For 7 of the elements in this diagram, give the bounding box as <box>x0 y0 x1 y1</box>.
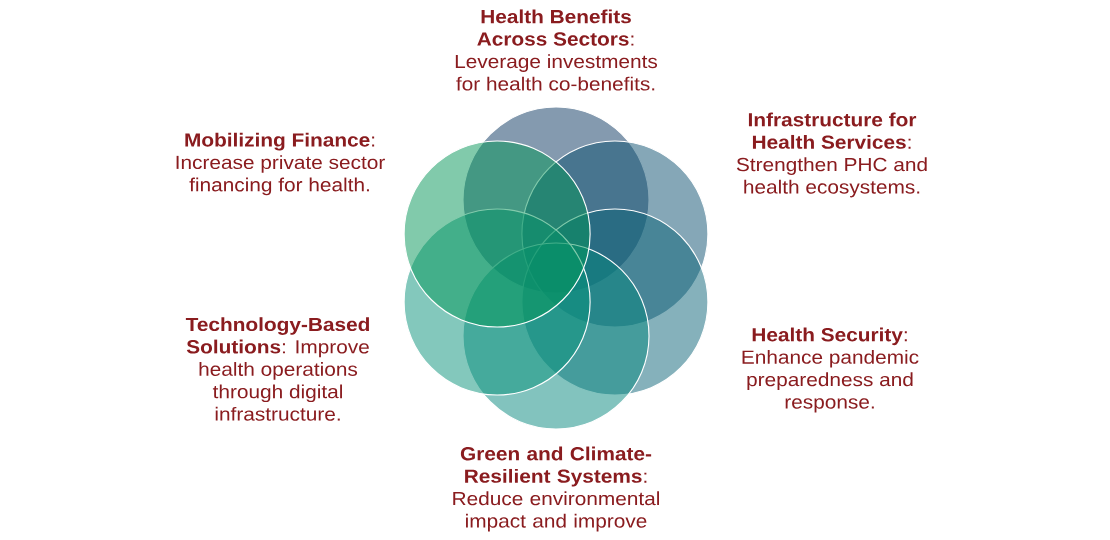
description-text: Health Benefits Across Sectors: Leverage investments for health co-benefits. <box>455 9 658 91</box>
description-text: Mobilizing Finance: Increase private sector financing for health. <box>176 132 385 196</box>
description-text: Green and Climate-Resilient Systems: Reduce environmental impact and improve <box>453 446 659 532</box>
circle <box>403 140 591 328</box>
description-text: Health Security: Enhance pandemic preparedness and response. <box>742 327 919 413</box>
description-text: Infrastructure for Health Services: Strengthen PHC and health ecosystems. <box>736 112 927 198</box>
description-text: Technology-Based Solutions: Improve health operations through digital infrastructure. <box>185 317 369 421</box>
